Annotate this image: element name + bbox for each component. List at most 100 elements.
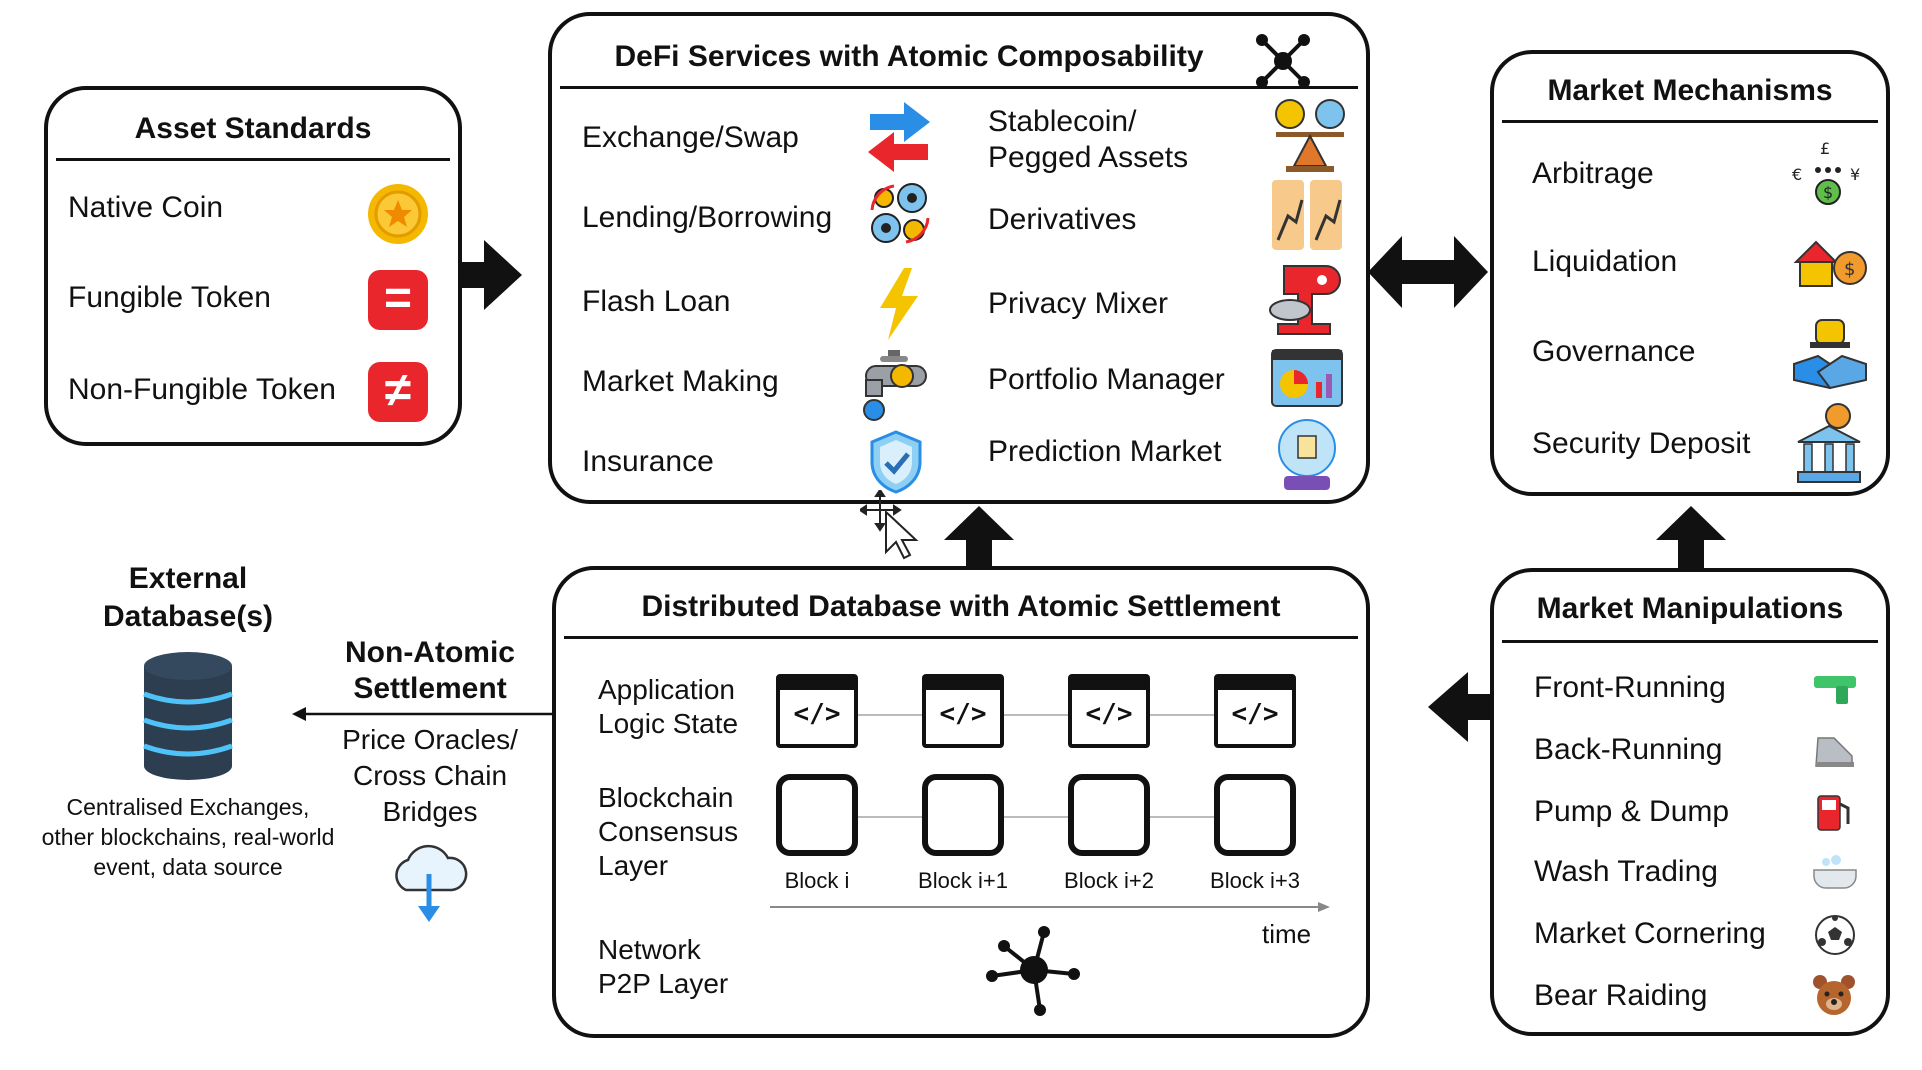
balance-scale-icon — [1275, 99, 1345, 172]
defi-insurance: Insurance — [582, 445, 714, 478]
manipulation-wash-trading: Wash Trading — [1534, 855, 1718, 888]
bank-deposit-icon — [1797, 403, 1861, 483]
layer-consensus-line2: Consensus — [598, 816, 739, 847]
block-label-i: Block i — [784, 868, 850, 893]
double-arrow-icon — [1368, 236, 1488, 308]
mechanism-liquidation: Liquidation — [1532, 245, 1678, 278]
asset-standards-title: Asset Standards — [134, 112, 372, 145]
mechanism-arbitrage: Arbitrage — [1532, 157, 1654, 190]
p2p-network-icon — [986, 926, 1080, 1016]
asset-native-coin: Native Coin — [68, 191, 224, 224]
layer-app-line1: Application — [598, 674, 735, 705]
external-db-title-line1: External — [128, 562, 248, 595]
house-money-icon: $ — [1793, 240, 1867, 287]
defi-exchange-swap: Exchange/Swap — [582, 121, 799, 154]
starter-pistol-icon — [1814, 676, 1856, 704]
code-window-icon: </> — [1214, 674, 1296, 748]
manipulation-bear-raiding: Bear Raiding — [1534, 979, 1708, 1012]
defi-portfolio-manager: Portfolio Manager — [988, 363, 1225, 396]
defi-flash-loan: Flash Loan — [582, 285, 731, 318]
svg-text:€: € — [1792, 165, 1802, 184]
sneaker-icon — [1815, 737, 1854, 767]
mechanism-security-deposit: Security Deposit — [1532, 427, 1751, 460]
crystal-ball-icon — [1278, 419, 1336, 490]
settlement-sub-line3: Bridges — [382, 796, 478, 827]
currency-exchange-icon: £ € ¥ $ — [1792, 139, 1860, 205]
defi-lending-borrowing: Lending/Borrowing — [582, 201, 833, 234]
block-square — [776, 774, 858, 856]
defi-services-title: DeFi Services with Atomic Composability — [614, 40, 1204, 73]
asset-fungible-token: Fungible Token — [68, 281, 271, 314]
coin-icon — [368, 184, 428, 244]
external-db-desc-line1: Centralised Exchanges, — [66, 794, 310, 820]
mechanism-governance: Governance — [1532, 335, 1696, 368]
market-manipulations-box: Market Manipulations Front-Running Back-… — [1490, 568, 1890, 1036]
network-hub-icon — [1256, 34, 1310, 88]
derivatives-chart-icon — [1272, 180, 1342, 250]
svg-text:$: $ — [1844, 259, 1855, 280]
layer-consensus-line3: Layer — [598, 850, 669, 881]
market-manipulations-title: Market Manipulations — [1536, 592, 1844, 625]
block-square — [1214, 774, 1296, 856]
shield-check-icon — [870, 430, 922, 494]
arrow-up-icon — [1656, 506, 1726, 568]
defi-prediction-market: Prediction Market — [988, 435, 1222, 468]
block-square — [1068, 774, 1150, 856]
manipulation-pump-dump: Pump & Dump — [1534, 795, 1730, 828]
manipulation-front-running: Front-Running — [1534, 671, 1726, 704]
asset-standards-divider — [56, 158, 450, 161]
defi-services-divider — [560, 86, 1358, 89]
manipulation-market-cornering: Market Cornering — [1534, 917, 1766, 950]
block-connector — [790, 816, 1230, 818]
cloud-download-icon — [395, 844, 468, 922]
defi-services-box: DeFi Services with Atomic Composability … — [548, 12, 1370, 504]
defi-stablecoin-line1: Stablecoin/ — [988, 105, 1137, 138]
bear-icon — [1813, 975, 1855, 1015]
market-mechanisms-title: Market Mechanisms — [1547, 74, 1833, 107]
block-label-i2: Block i+2 — [1064, 868, 1154, 893]
manipulation-back-running: Back-Running — [1534, 733, 1723, 766]
arrow-left-icon — [1428, 672, 1492, 742]
app-state-connector — [790, 714, 1230, 716]
defi-stablecoin-line2: Pegged Assets — [988, 141, 1189, 174]
move-cursor-icon — [860, 490, 919, 560]
external-db-desc-line2: other blockchains, real-world — [41, 824, 335, 850]
money-faucet-icon — [863, 350, 927, 421]
market-manipulations-divider — [1502, 640, 1878, 643]
time-label: time — [1262, 919, 1312, 949]
mixer-icon — [1269, 265, 1341, 335]
market-mechanisms-box: Market Mechanisms Arbitrage Liquidation … — [1490, 50, 1890, 496]
lightning-icon — [880, 268, 918, 340]
market-mechanisms-divider — [1502, 120, 1878, 123]
distributed-db-divider — [564, 636, 1358, 639]
svg-text:$: $ — [1823, 183, 1833, 202]
arrow-up-icon — [944, 506, 1014, 568]
portfolio-dashboard-icon — [1271, 349, 1343, 407]
fuel-pump-icon — [1817, 795, 1850, 831]
block-label-i3: Block i+3 — [1210, 868, 1300, 893]
svg-text:£: £ — [1820, 139, 1830, 158]
settlement-title-line1: Non-Atomic — [345, 636, 515, 669]
layer-app-line2: Logic State — [598, 708, 739, 739]
layer-network-line2: P2P Layer — [598, 968, 729, 999]
distributed-db-title: Distributed Database with Atomic Settlem… — [641, 590, 1281, 623]
bathtub-icon — [1813, 855, 1857, 889]
bidirectional-arrow-icon — [292, 707, 588, 721]
settlement-sub-line1: Price Oracles/ — [342, 724, 518, 755]
code-symbol: </> — [1231, 699, 1279, 729]
settlement-sub-line2: Cross Chain — [352, 760, 508, 791]
asset-nft: Non-Fungible Token — [68, 373, 336, 406]
asset-standards-box: Asset Standards Native Coin Fungible Tok… — [44, 86, 462, 446]
settlement-title-line2: Settlement — [353, 672, 507, 705]
external-db-desc-line3: event, data source — [93, 854, 283, 880]
distributed-db-box: Distributed Database with Atomic Settlem… — [552, 566, 1370, 1038]
database-icon — [143, 652, 233, 780]
defi-market-making: Market Making — [582, 365, 779, 398]
arrow-right-icon — [462, 240, 522, 310]
lending-people-icon — [870, 183, 930, 244]
code-window-icon: </> — [922, 674, 1004, 748]
defi-derivatives: Derivatives — [988, 203, 1137, 236]
layer-network-line1: Network — [598, 934, 701, 965]
time-axis-arrow — [770, 902, 1330, 912]
svg-text:¥: ¥ — [1850, 165, 1860, 184]
